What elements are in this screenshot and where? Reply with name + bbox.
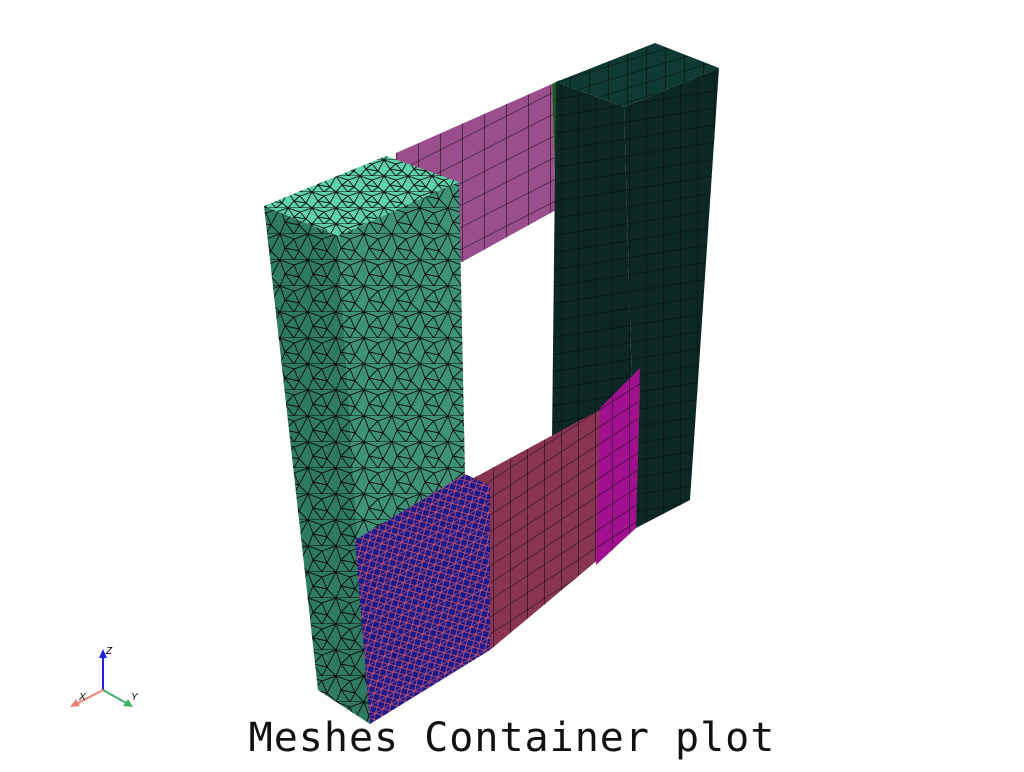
y-axis-line (102, 689, 129, 705)
left-pillar (264, 156, 465, 724)
orientation-axes-triad: Z Y X (70, 646, 139, 707)
bottom-bridge (470, 368, 640, 650)
x-axis-line (75, 689, 104, 705)
x-axis-arrow (70, 699, 80, 707)
y-axis-label: Y (131, 692, 139, 703)
bottom-left-block (355, 474, 490, 724)
z-axis-label: Z (105, 646, 113, 657)
x-axis-label: X (78, 692, 86, 703)
z-axis-arrow (99, 649, 107, 658)
right-pillar (552, 43, 719, 528)
y-axis-arrow (123, 699, 133, 707)
plot-title: Meshes Container plot (248, 715, 776, 761)
